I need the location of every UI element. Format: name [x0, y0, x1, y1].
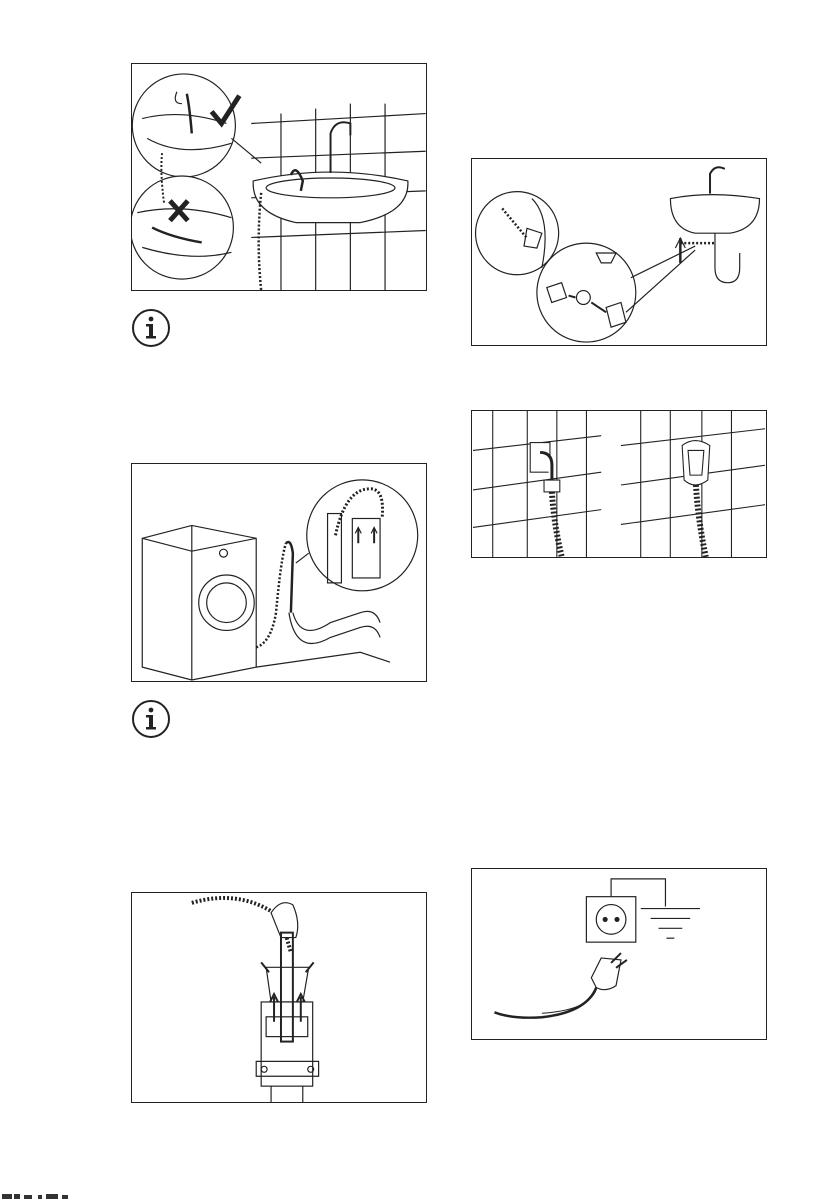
figure-standpipe-drain	[131, 892, 427, 1103]
page-footer-fragment	[0, 1186, 120, 1192]
figure-sink-trap-connection	[471, 158, 767, 346]
sink-trap-illustration	[472, 159, 766, 345]
info-icon	[131, 308, 171, 348]
figure-sink-hose-hook	[131, 63, 427, 291]
standpipe-illustration	[132, 893, 426, 1102]
wall-outlets-illustration	[472, 411, 766, 557]
figure-washer-drain-standpipe	[131, 463, 427, 682]
figure-grounded-socket-plug	[471, 868, 767, 1040]
socket-plug-illustration	[472, 869, 766, 1039]
figure-wall-drain-outlets	[471, 410, 767, 558]
info-icon	[131, 699, 171, 739]
sink-hose-illustration	[132, 64, 426, 290]
washer-drain-illustration	[132, 464, 426, 681]
